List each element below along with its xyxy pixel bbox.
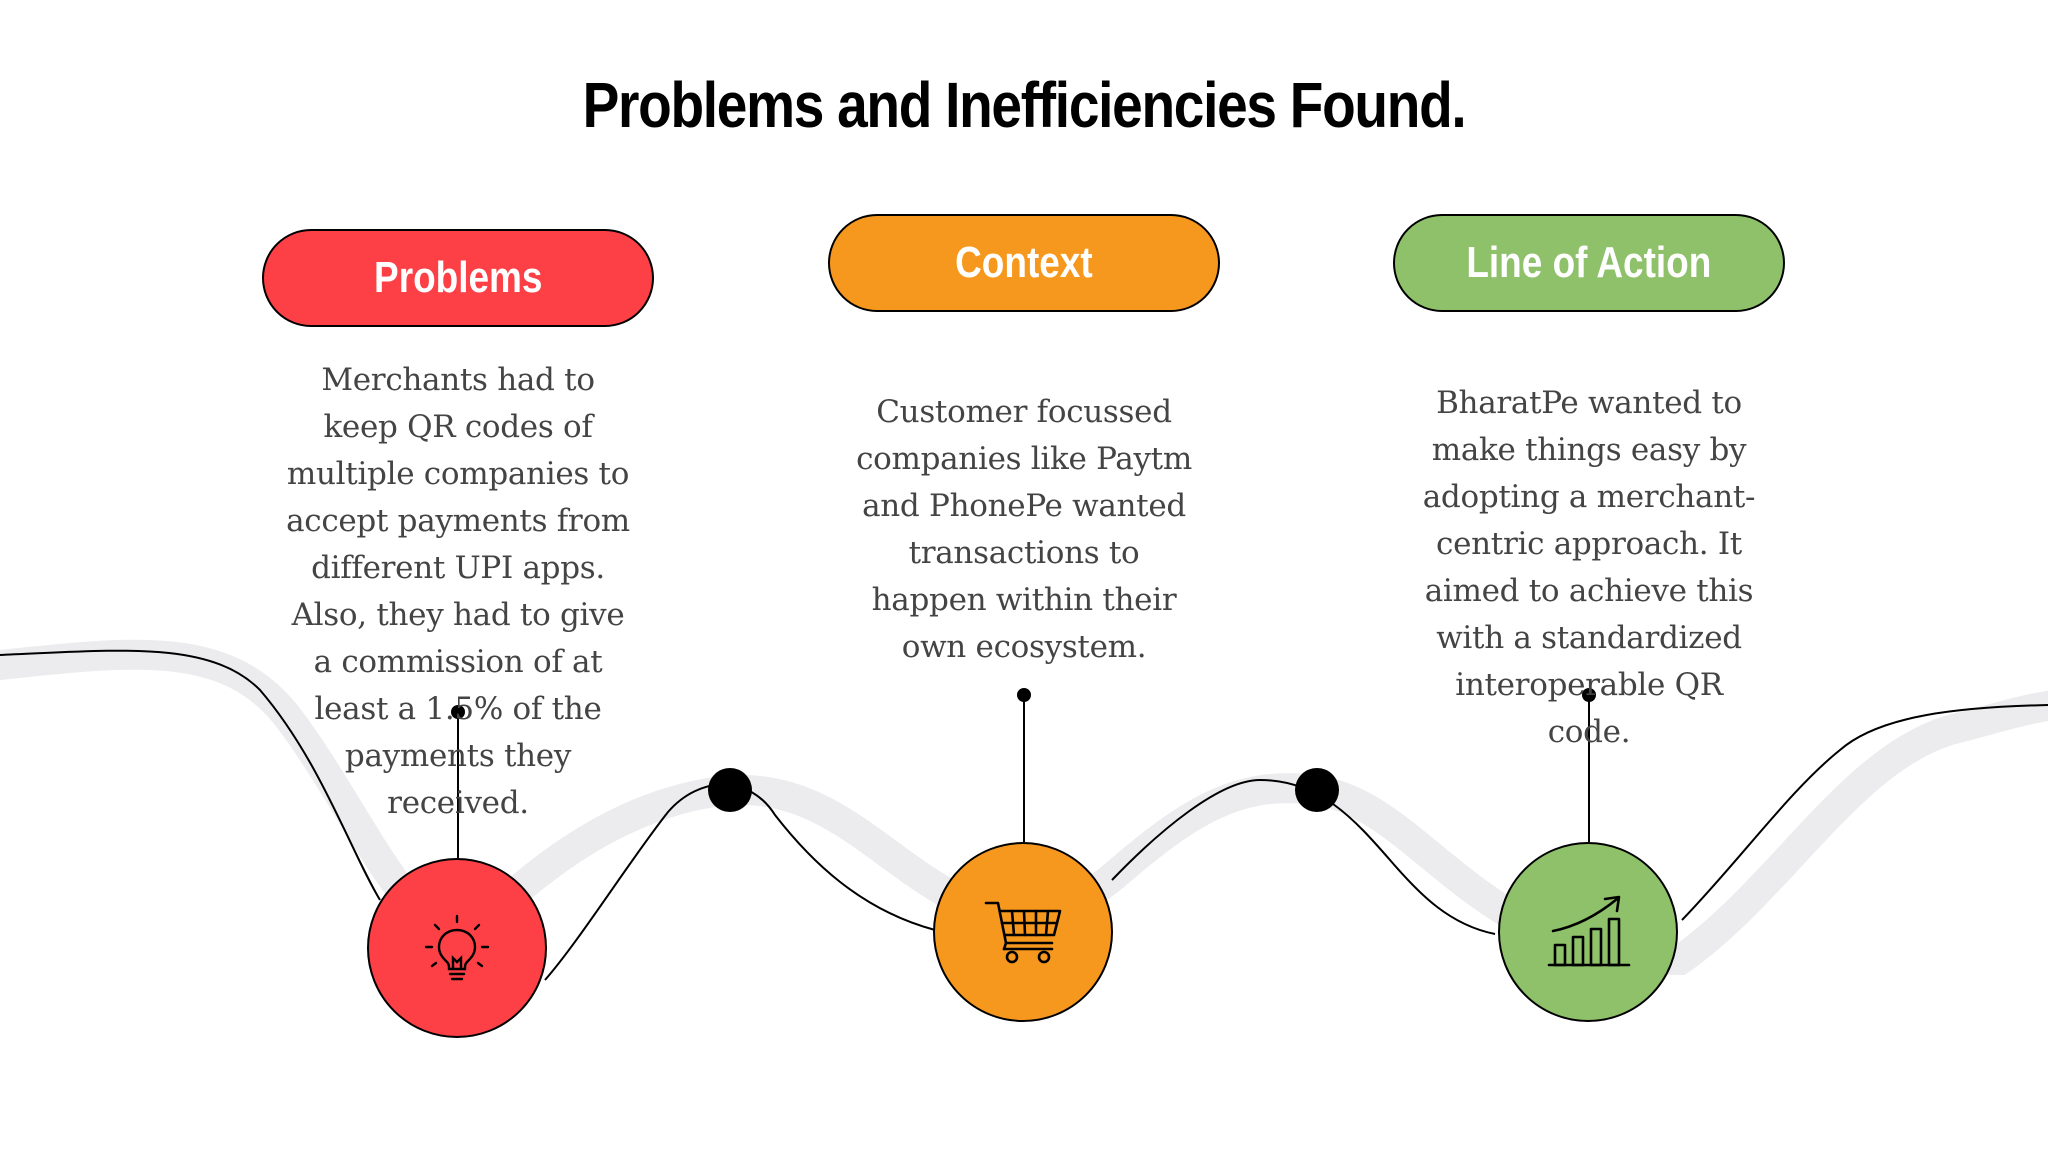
lightbulb-icon <box>424 914 490 981</box>
page-title: Problems and Inefficiencies Found. <box>582 69 1467 141</box>
context-description: Customer focussed companies like Paytm a… <box>856 394 1192 665</box>
timeline-dot-1 <box>708 768 752 812</box>
growth-chart-icon <box>1547 895 1631 967</box>
context-pill-label: Context <box>955 238 1093 287</box>
problems-description: Merchants had to keep QR codes of multip… <box>286 362 630 821</box>
connector-dot-action <box>1582 688 1596 702</box>
action-pill: Line of Action <box>1393 214 1785 312</box>
problems-icon-circle <box>367 858 547 1038</box>
timeline-dot-2 <box>1295 768 1339 812</box>
connector-dot-problems <box>451 705 465 719</box>
connector-dot-context <box>1017 688 1031 702</box>
context-pill: Context <box>828 214 1220 312</box>
context-icon-circle <box>933 842 1113 1022</box>
shopping-cart-icon <box>984 901 1062 964</box>
problems-pill-label: Problems <box>373 253 543 302</box>
action-description: BharatPe wanted to make things easy by a… <box>1422 385 1756 750</box>
problems-pill: Problems <box>262 229 654 327</box>
action-icon-circle <box>1498 842 1678 1022</box>
action-pill-label: Line of Action <box>1466 238 1712 287</box>
